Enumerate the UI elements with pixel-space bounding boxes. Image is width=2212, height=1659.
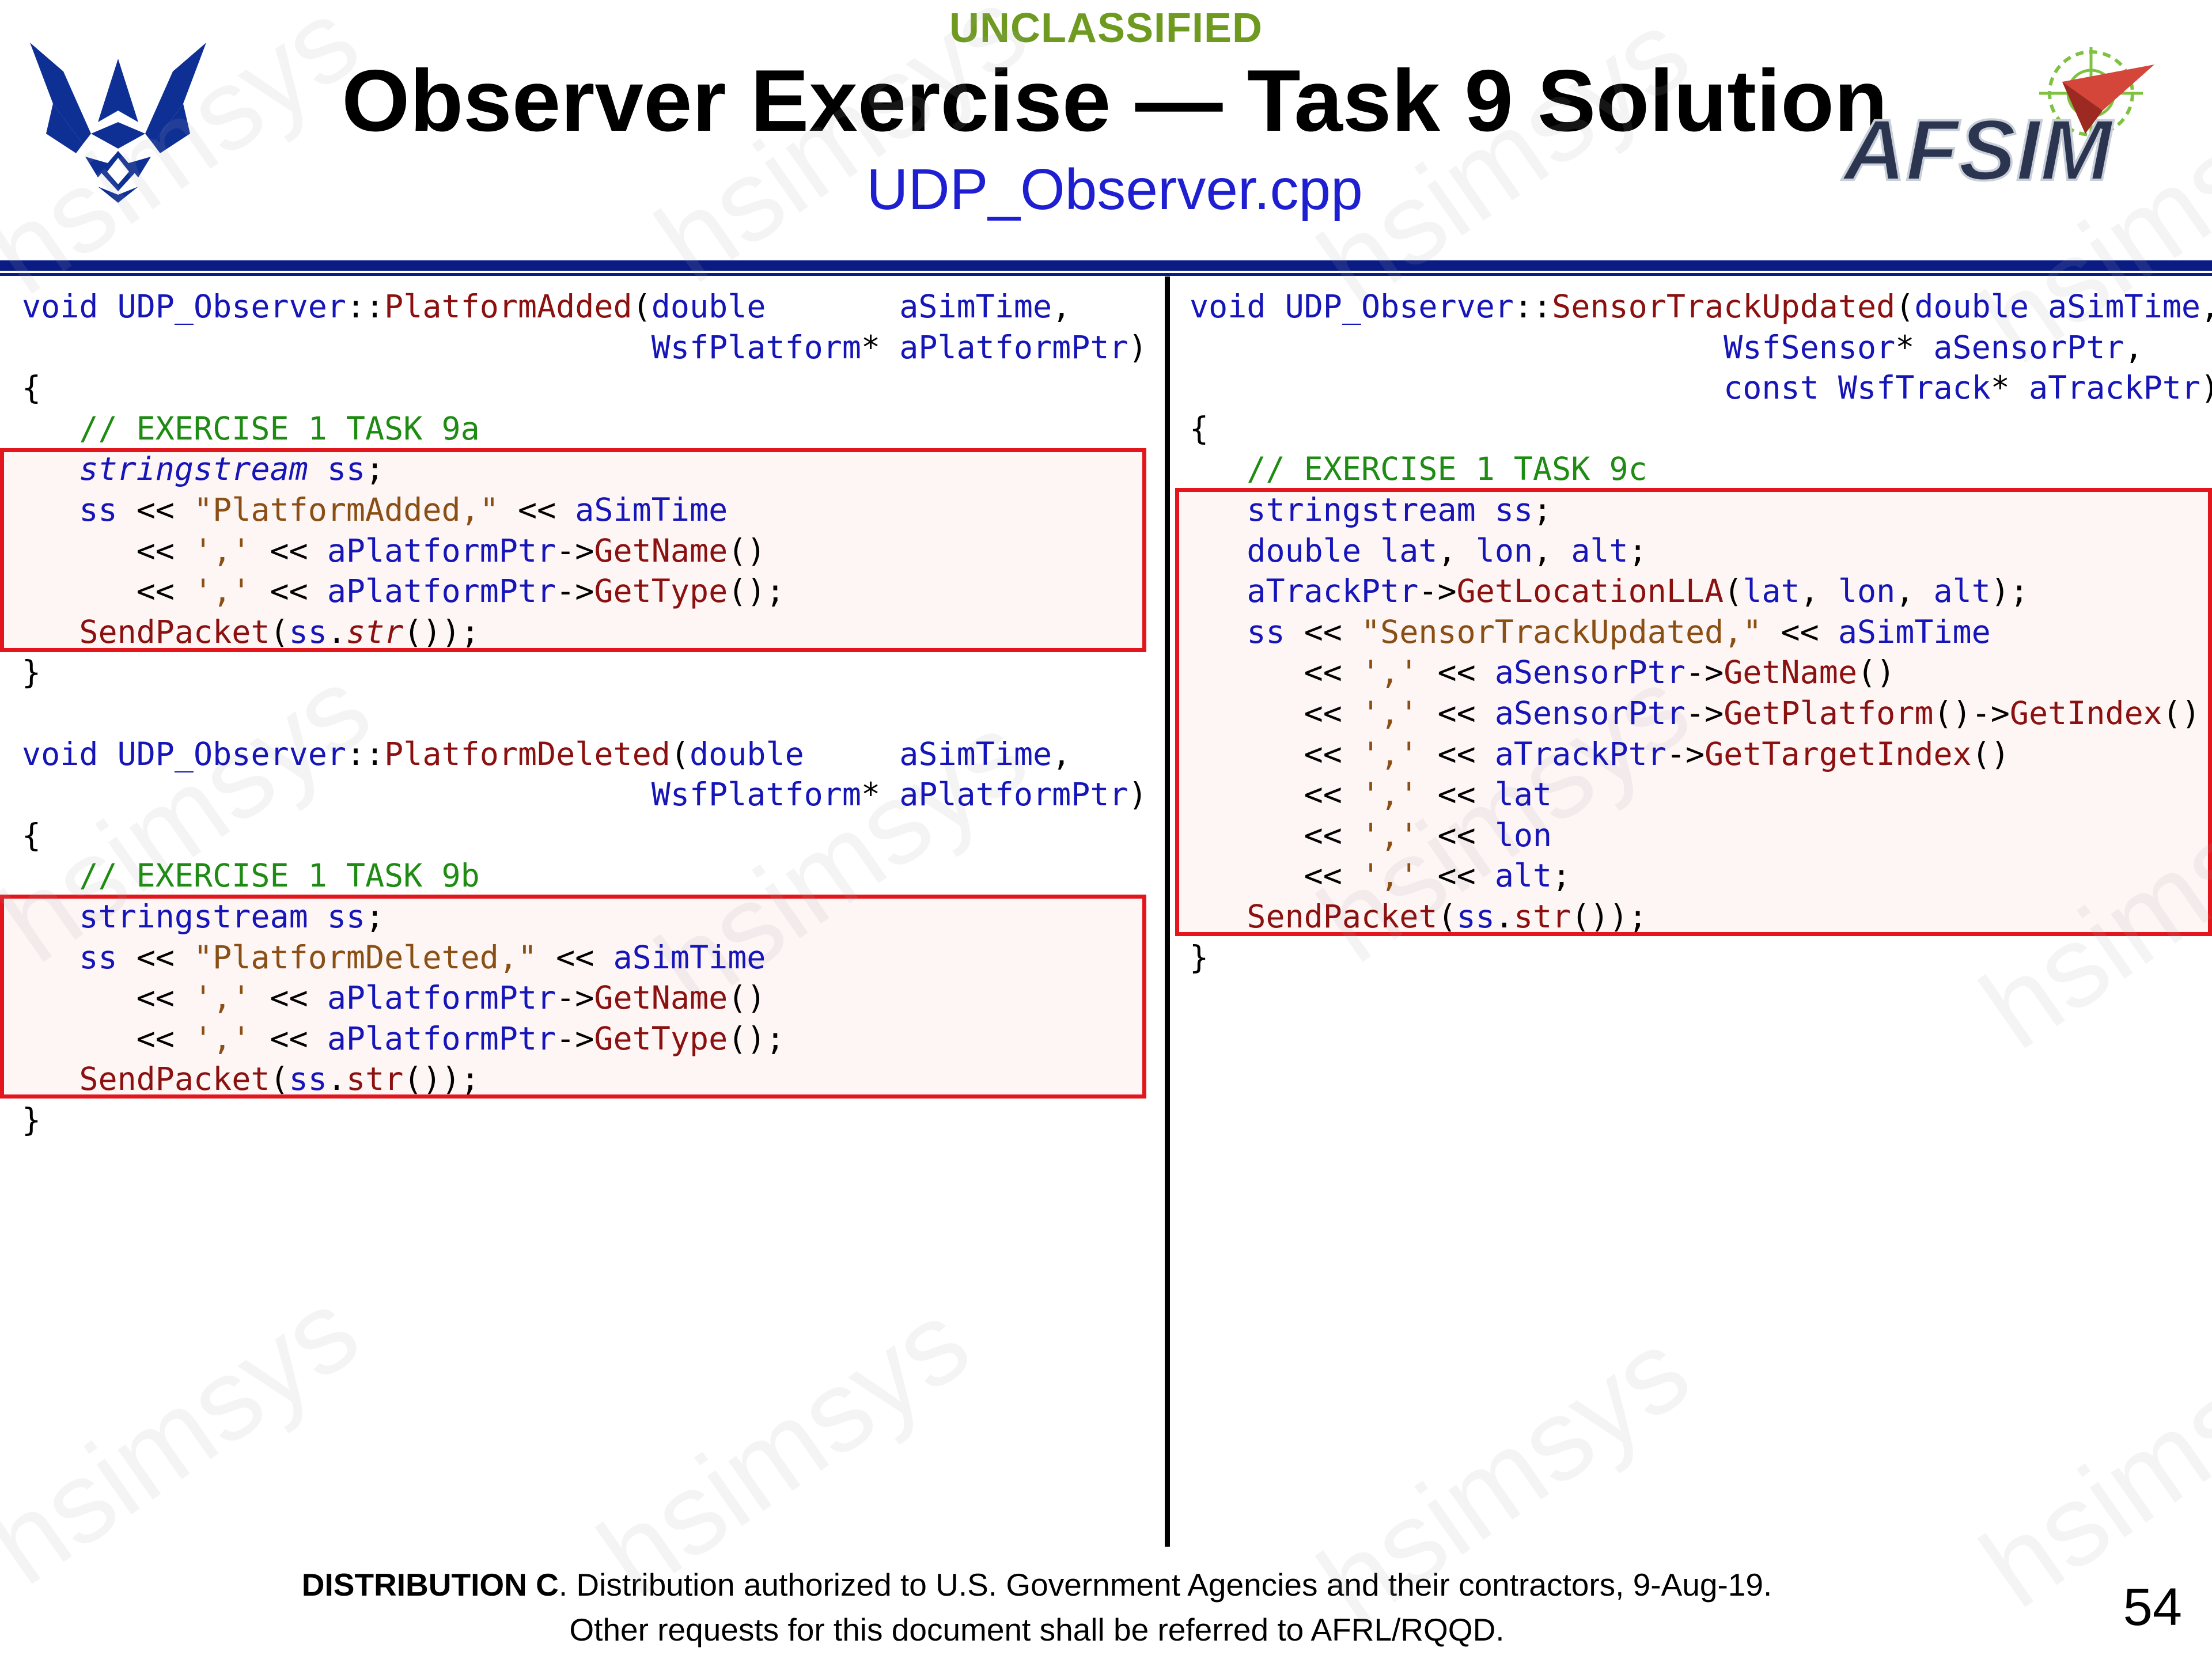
platform-deleted-signature-line2: WsfPlatform* aPlatformPtr) <box>651 776 1147 813</box>
task-9a-comment: // EXERCISE 1 TASK 9a <box>79 410 480 447</box>
code-right-column: void UDP_Observer::SensorTrackUpdated(do… <box>1190 286 2212 978</box>
distribution-line-2: Other requests for this document shall b… <box>569 1612 1505 1647</box>
distribution-line-1: DISTRIBUTION C. Distribution authorized … <box>173 1562 1901 1607</box>
task-9a-highlight <box>0 448 1146 652</box>
header-rule-thin <box>0 273 2212 276</box>
task-9c-highlight <box>1175 488 2212 936</box>
page-subtitle: UDP_Observer.cpp <box>866 157 1363 222</box>
afsim-logo-text: AFSIM <box>1841 101 2114 198</box>
afsim-logo-icon: AFSIM <box>1840 47 2154 199</box>
platform-added-signature-line1: void UDP_Observer::PlatformAdded(double … <box>22 288 1071 325</box>
page-number: 54 <box>2123 1578 2182 1637</box>
distribution-statement: DISTRIBUTION C. Distribution authorized … <box>173 1562 1901 1652</box>
distribution-label: DISTRIBUTION C <box>301 1567 559 1603</box>
platform-added-signature-line2: WsfPlatform* aPlatformPtr) <box>651 328 1147 366</box>
sensor-track-updated-signature-line3: const WsfTrack* aTrackPtr) <box>1724 369 2212 407</box>
sensor-track-updated-signature-line1: void UDP_Observer::SensorTrackUpdated(do… <box>1190 288 2212 325</box>
platform-deleted-signature-line1: void UDP_Observer::PlatformDeleted(doubl… <box>22 735 1071 772</box>
task-9b-highlight <box>0 895 1146 1099</box>
code-left-column: void UDP_Observer::PlatformAdded(double … <box>22 288 1147 1138</box>
sensor-track-updated-signature-line2: WsfSensor* aSensorPtr, <box>1724 328 2143 366</box>
task-9b-comment: // EXERCISE 1 TASK 9b <box>79 857 480 895</box>
column-divider <box>1165 276 1170 1547</box>
classification-marking: UNCLASSIFIED <box>949 5 1263 51</box>
watermark: hsimsys <box>0 1265 381 1609</box>
task-9c-comment: // EXERCISE 1 TASK 9c <box>1247 450 1647 488</box>
us-air-force-logo <box>30 43 206 203</box>
header-rule <box>0 260 2212 271</box>
page-title: Observer Exercise — Task 9 Solution <box>342 52 1888 150</box>
distribution-text: . Distribution authorized to U.S. Govern… <box>558 1567 1772 1603</box>
